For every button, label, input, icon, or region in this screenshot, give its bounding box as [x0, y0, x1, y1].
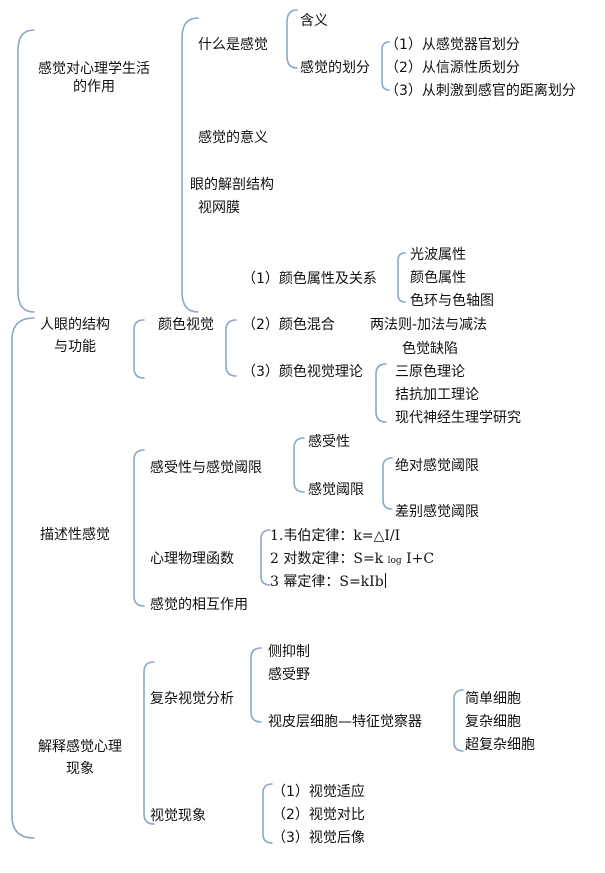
node-weber-law: 1.韦伯定律：k=△I/I — [270, 528, 401, 544]
node-visual-contrast: （2）视觉对比 — [272, 807, 365, 823]
node-eye-structure-line1: 人眼的结构 — [40, 317, 110, 333]
node-modern-neurophysiology: 现代神经生理学研究 — [395, 410, 521, 426]
node-color-attributes-relations: （1）颜色属性及关系 — [242, 271, 377, 287]
node-color-vision-theory: （3）颜色视觉理论 — [242, 364, 363, 380]
node-descriptive-sensation: 描述性感觉 — [40, 527, 110, 543]
node-two-laws: 两法则-加法与减法 — [370, 317, 488, 333]
node-division-organ: （1）从感觉器官划分 — [385, 37, 520, 53]
node-color-attributes: 颜色属性 — [410, 270, 466, 286]
node-lateral-inhibition: 侧抑制 — [268, 644, 310, 660]
brace-descriptive — [133, 449, 145, 607]
node-eye-structure-line2: 与功能 — [54, 339, 96, 355]
brace-psychophysical — [260, 529, 271, 586]
node-division-source: （2）从信源性质划分 — [385, 60, 520, 76]
node-visual-adaptation: （1）视觉适应 — [272, 784, 365, 800]
node-lightwave-attributes: 光波属性 — [410, 247, 466, 263]
node-receptive-field: 感受野 — [268, 667, 310, 683]
brace-explain — [143, 661, 155, 825]
power-law-text: 3 幂定律：S=kIb — [270, 574, 384, 590]
node-hypercomplex-cell: 超复杂细胞 — [465, 737, 535, 753]
node-visual-phenomena: 视觉现象 — [150, 808, 206, 824]
node-power-law: 3 幂定律：S=kIb — [270, 573, 386, 591]
node-sensitivity: 感受性 — [308, 434, 350, 450]
node-absolute-threshold: 绝对感觉阈限 — [395, 458, 479, 474]
node-complex-visual-analysis: 复杂视觉分析 — [150, 691, 234, 707]
node-sensation-interaction: 感觉的相互作用 — [150, 597, 248, 613]
brace-division — [381, 41, 390, 91]
node-eye-anatomy: 眼的解剖结构 — [190, 177, 274, 193]
brace-root-left-lower — [11, 317, 35, 839]
brace-color-vision — [225, 319, 237, 377]
brace-sensitivity — [293, 437, 305, 493]
node-meaning-definition: 含义 — [300, 13, 328, 29]
node-logarithmic-law: 2 对数定律：S=k log I+C — [270, 550, 434, 570]
brace-root-left — [17, 29, 35, 313]
node-sensation-role-line2: 的作用 — [73, 79, 115, 95]
brace-complex-visual — [250, 647, 262, 723]
logarithmic-law-right: I+C — [401, 551, 435, 567]
node-sensation-significance: 感觉的意义 — [198, 130, 268, 146]
node-sensation-division: 感觉的划分 — [300, 60, 370, 76]
brace-color-attr — [397, 252, 406, 303]
node-division-distance: （3）从刺激到感官的距离划分 — [385, 83, 576, 99]
logarithmic-law-log: log — [387, 556, 402, 566]
node-color-ring: 色环与色轴图 — [410, 293, 494, 309]
node-difference-threshold: 差别感觉阈限 — [395, 504, 479, 520]
node-sensation-threshold: 感觉阈限 — [308, 482, 364, 498]
node-what-is-sensation: 什么是感觉 — [198, 37, 268, 53]
node-trichromatic-theory: 三原色理论 — [395, 364, 465, 380]
brace-eye-structure — [133, 319, 145, 379]
brace-what-is — [286, 9, 298, 69]
node-color-mixing: （2）颜色混合 — [242, 317, 335, 333]
node-sensitivity-threshold: 感受性与感觉阈限 — [150, 460, 262, 476]
node-cortex-feature-detector: 视皮层细胞—特征觉察器 — [268, 714, 422, 730]
node-explain-sensation: 解释感觉心理 现象 — [38, 738, 122, 778]
node-simple-cell: 简单细胞 — [465, 691, 521, 707]
node-eye-structure-function: 人眼的结构 与功能 — [40, 316, 110, 356]
node-color-vision: 颜色视觉 — [158, 317, 214, 333]
logarithmic-law-left: 2 对数定律：S=k — [270, 551, 388, 567]
node-sensation-role-line1: 感觉对心理学生活 — [38, 61, 150, 77]
node-opponent-process-theory: 拮抗加工理论 — [395, 387, 479, 403]
text-cursor — [384, 573, 386, 588]
brace-cortex-cells — [453, 689, 464, 752]
node-sensation-role: 感觉对心理学生活 的作用 — [38, 60, 150, 96]
brace-threshold — [382, 457, 393, 510]
node-visual-afterimage: （3）视觉后像 — [272, 830, 365, 846]
node-retina: 视网膜 — [198, 200, 240, 216]
node-psychophysical-function: 心理物理函数 — [150, 551, 234, 567]
node-explain-sensation-line2: 现象 — [66, 761, 94, 777]
node-explain-sensation-line1: 解释感觉心理 — [38, 739, 122, 755]
brace-color-theory — [375, 363, 387, 423]
node-color-deficiency: 色觉缺陷 — [402, 341, 458, 357]
brace-visual-phenomena — [262, 783, 273, 844]
brace-section-one — [181, 17, 199, 313]
node-complex-cell: 复杂细胞 — [465, 714, 521, 730]
